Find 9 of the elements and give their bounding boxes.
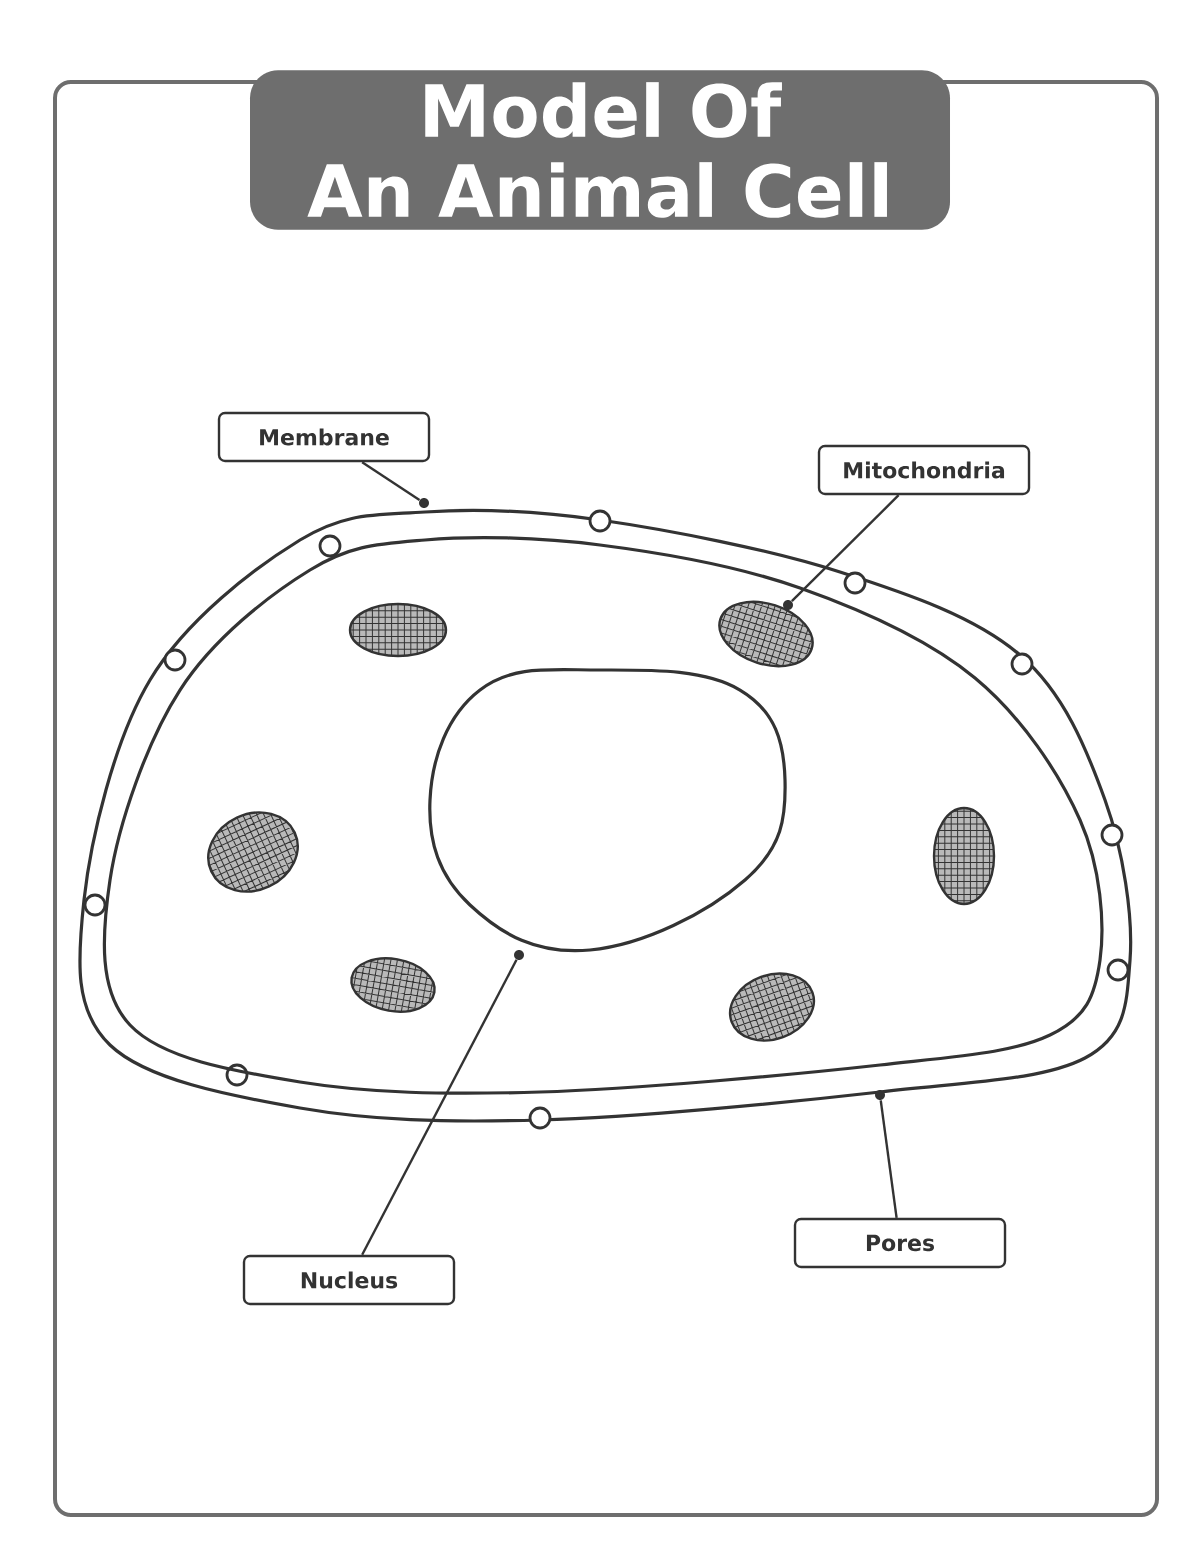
leader-line [791,494,900,603]
leader-line [361,959,518,1256]
leader-line [879,1100,898,1218]
label-box: Membrane [217,411,431,463]
label-box: Nucleus [242,1254,456,1306]
label-box: Pores [793,1217,1007,1269]
title-banner: Model Of An Animal Cell [250,70,950,230]
label-box: Mitochondria [817,444,1031,496]
leader-line [361,461,421,502]
